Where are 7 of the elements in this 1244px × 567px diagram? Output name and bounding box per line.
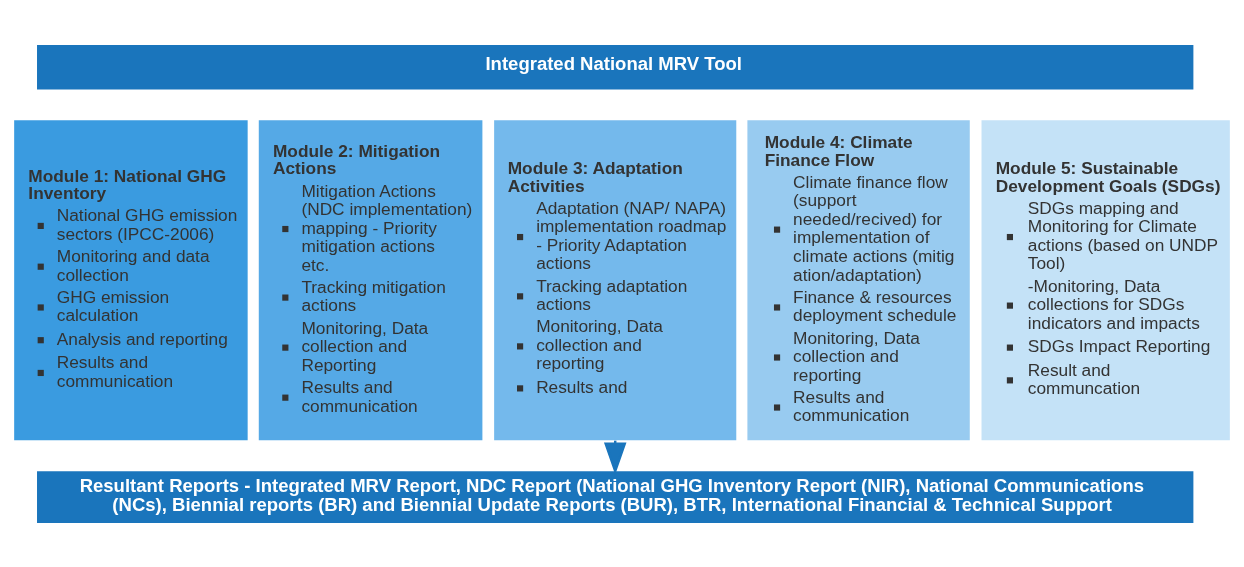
node-box: Module 1: National GHG Inventory National GHG emission sectors (IPCC-2006) Monitoring and data collection GHG emission calculation Analysis and reporting Results and communication	[14, 119, 248, 440]
node-box: Module 3: Adaptation Activities Adaptation (NAP/ NAPA) implementation roadmap - Priority Adaptation actions Tracking adaptation actions Monitoring, Data collection and reporting Results and	[494, 119, 737, 440]
node-box: Resultant Reports - Integrated MRV Report, NDC Report (National GHG Inventory Report (NIR), National Communications (NCs), Biennial reports (BR) and Biennial Update Reports (BUR), BTR, International Financial & Technical Support	[37, 470, 1194, 523]
node-box: Module 5: Sustainable Development Goals (SDGs) SDGs mapping and Monitoring for Climate actions (based on UNDP Tool) -Monitoring, Data collections for SDGs indicators and impacts SDGs Impact Reporting Result and communcation	[981, 119, 1230, 440]
node-box: Module 2: Mitigation Actions Mitigation Actions (NDC implementation) mapping - Priority mitigation actions etc. Tracking mitigation actions Monitoring, Data collection and Reporting Results and communication	[258, 119, 483, 440]
node-box: Integrated National MRV Tool	[37, 44, 1194, 89]
node-box: Module 4: Climate Finance Flow Climate finance flow (support needed/recived) for implementation of climate actions (mitigation/adaptation) Finance & resources deployment schedule Monitoring, Data collection and reporting Results and communication	[747, 119, 970, 440]
